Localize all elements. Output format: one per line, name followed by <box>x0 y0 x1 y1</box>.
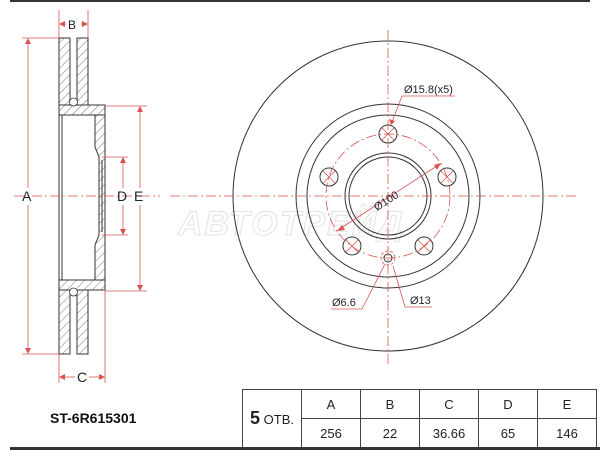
watermark: АВТОТРЕЙД <box>178 205 405 244</box>
side-arrowheads <box>25 21 143 380</box>
value-c: 36.66 <box>419 418 479 448</box>
label-a: A <box>22 188 32 204</box>
side-profile <box>58 37 106 355</box>
holes-count-cell: 5 ОТВ. <box>242 389 302 448</box>
label-d: D <box>117 188 127 204</box>
label-b: B <box>68 18 76 32</box>
callout-small-hole: Ø6.6 <box>332 297 356 309</box>
bolt-hole <box>437 167 457 187</box>
callout-pcd: Ø100 <box>372 189 401 214</box>
header-e: E <box>537 389 597 419</box>
frame-bottom-border <box>10 447 600 450</box>
value-b: 22 <box>360 418 420 448</box>
callout-small-hole-outer: Ø13 <box>410 295 431 307</box>
value-e: 146 <box>537 418 597 448</box>
value-a: 256 <box>301 418 361 448</box>
part-number: ST-6R615301 <box>50 410 137 426</box>
bolt-hole <box>414 236 434 256</box>
header-b: B <box>360 389 420 419</box>
bolt-hole <box>342 236 362 256</box>
header-a: A <box>301 389 361 419</box>
label-e: E <box>134 188 143 204</box>
front-arrowheads <box>337 119 441 231</box>
bolt-hole <box>319 167 339 187</box>
frame-top-border <box>10 0 590 2</box>
front-centerlines <box>170 30 578 365</box>
holes-count: 5 <box>250 408 261 428</box>
callout-bolt-holes: Ø15.8(x5) <box>404 84 453 96</box>
holes-suffix: ОТВ. <box>263 412 294 427</box>
header-d: D <box>478 389 538 419</box>
label-c: C <box>77 369 87 385</box>
header-c: C <box>419 389 479 419</box>
value-d: 65 <box>478 418 538 448</box>
spec-table: 5 ОТВ. A B C D E 256 22 36.66 65 146 <box>242 389 597 448</box>
